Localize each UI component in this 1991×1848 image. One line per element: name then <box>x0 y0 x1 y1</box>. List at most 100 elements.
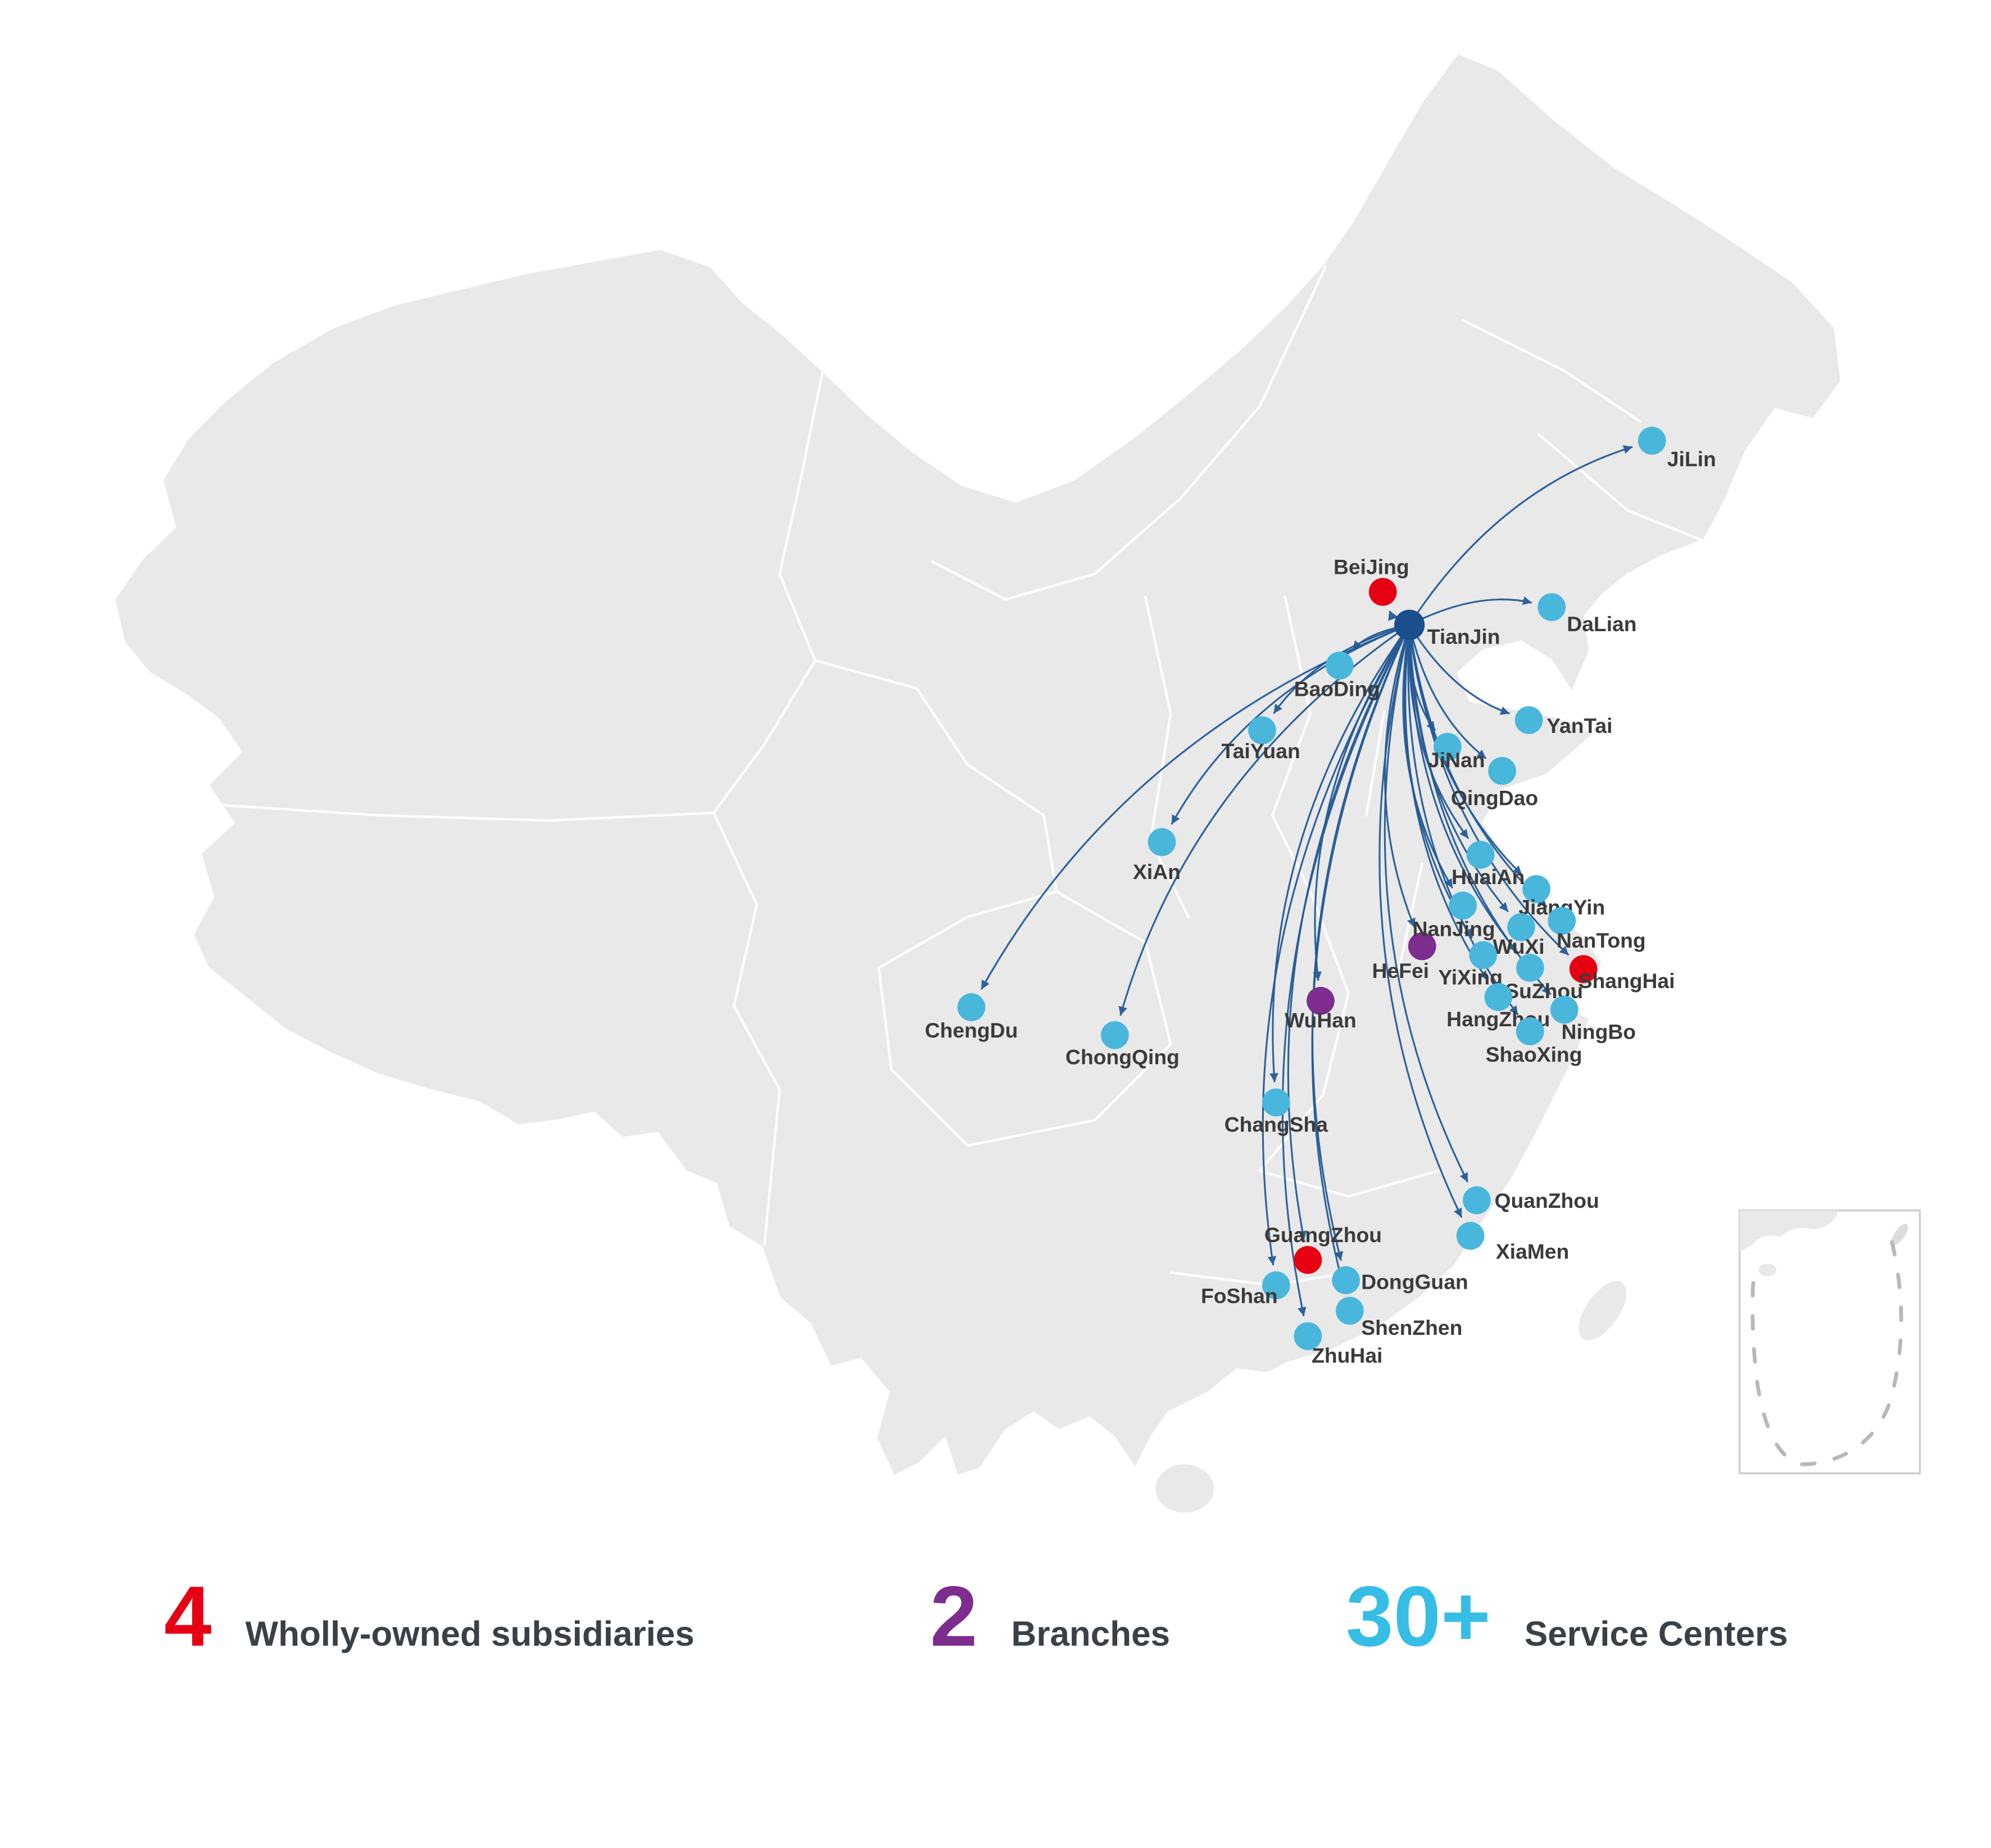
china-outline <box>113 52 1843 1477</box>
route-ningbo <box>1408 624 1552 995</box>
city-dot-jilin <box>1638 427 1666 455</box>
city-label-chengdu: ChengDu <box>925 1018 1018 1042</box>
city-dot-tianjin <box>1394 609 1425 640</box>
city-dot-dongguan <box>1332 1266 1360 1294</box>
legend-subsidiaries-label: Wholly-owned subsidiaries <box>245 1615 695 1654</box>
city-dot-jiangyin <box>1522 875 1550 903</box>
city-dot-changsha <box>1262 1088 1290 1117</box>
city-label-chongqing: ChongQing <box>1065 1045 1180 1069</box>
legend-branches-count: 2 <box>930 1569 978 1664</box>
city-dot-shanghai <box>1569 955 1598 984</box>
inset-hainan <box>1758 1263 1777 1277</box>
city-label-nantong: NanTong <box>1557 928 1646 952</box>
city-dot-quanzhou <box>1463 1186 1491 1215</box>
city-label-wuhan: WuHan <box>1285 1008 1357 1032</box>
city-label-dongguan: DongGuan <box>1361 1270 1468 1294</box>
route-nantong <box>1408 624 1548 908</box>
city-label-jinan: JiNan <box>1428 748 1485 772</box>
city-dot-hangzhou <box>1484 983 1513 1011</box>
city-dot-hefei <box>1408 932 1436 961</box>
inset-frame <box>1738 1209 1921 1475</box>
inset-coast <box>1739 1210 1839 1253</box>
city-dot-huaian <box>1466 840 1495 869</box>
city-label-shaoxing: ShaoXing <box>1486 1043 1582 1066</box>
hainan-island <box>1155 1464 1214 1513</box>
city-label-wuxi: WuXi <box>1493 935 1544 958</box>
city-label-jilin: JiLin <box>1667 447 1716 470</box>
route-hangzhou <box>1404 624 1488 981</box>
city-dot-chongqing <box>1101 1021 1129 1049</box>
city-dot-guangzhou <box>1294 1245 1322 1274</box>
city-label-baoding: BaoDing <box>1294 677 1380 700</box>
route-dalian <box>1409 596 1532 626</box>
city-dot-jinan <box>1434 732 1462 761</box>
route-shenzhen <box>1311 624 1411 1292</box>
route-yantai <box>1408 624 1510 715</box>
route-xian <box>1171 624 1410 825</box>
city-label-beijing: BeiJing <box>1334 555 1409 578</box>
city-dot-wuhan <box>1307 986 1335 1015</box>
city-label-dalian: DaLian <box>1567 612 1636 636</box>
city-dot-dalian <box>1538 593 1566 622</box>
city-dot-yixing <box>1469 941 1498 970</box>
city-dot-ningbo <box>1550 995 1579 1024</box>
china-landmass <box>113 52 1843 1513</box>
city-label-qingdao: QingDao <box>1451 786 1538 810</box>
city-dot-chengdu <box>957 993 986 1021</box>
route-changsha <box>1269 624 1411 1082</box>
inset-taiwan <box>1891 1224 1908 1245</box>
city-dot-foshan <box>1262 1271 1290 1299</box>
route-hefei <box>1384 624 1416 928</box>
city-label-shenzhen: ShenZhen <box>1361 1316 1462 1339</box>
legend-service-centers: 30+ Service Centers <box>1346 1574 1788 1659</box>
city-dot-zhuhai <box>1294 1322 1322 1351</box>
city-label-quanzhou: QuanZhou <box>1495 1189 1599 1212</box>
route-foshan <box>1262 624 1411 1266</box>
route-jiangyin <box>1408 624 1523 876</box>
city-label-huaian: HuaiAn <box>1452 865 1525 889</box>
legend-subsidiaries: 4 Wholly-owned subsidiaries <box>164 1574 695 1659</box>
city-label-nanjing: NanJing <box>1413 917 1495 940</box>
route-jilin <box>1408 445 1633 626</box>
city-label-foshan: FoShan <box>1201 1284 1278 1308</box>
city-dot-shaoxing <box>1516 1017 1544 1045</box>
city-label-tianjin: TianJin <box>1427 625 1500 649</box>
city-dot-beijing <box>1368 578 1397 606</box>
route-zhuhai <box>1281 624 1411 1317</box>
city-dot-nantong <box>1548 907 1576 935</box>
city-dot-yantai <box>1514 706 1543 735</box>
route-suzhou <box>1408 624 1518 953</box>
route-qingdao <box>1408 624 1487 759</box>
city-label-zhuhai: ZhuHai <box>1312 1344 1382 1367</box>
city-label-xiamen: XiaMen <box>1496 1239 1569 1263</box>
city-markers: TianJinBeiJingShangHaiGuangZhouHeFeiWuHa… <box>925 427 1716 1367</box>
city-label-yantai: YanTai <box>1546 714 1612 737</box>
city-dot-xian <box>1148 828 1176 857</box>
city-dot-wuxi <box>1507 913 1535 941</box>
city-dot-xiamen <box>1456 1221 1485 1250</box>
city-label-changsha: ChangSha <box>1224 1112 1328 1136</box>
city-label-taiyuan: TaiYuan <box>1222 739 1300 763</box>
city-label-shanghai: ShangHai <box>1579 969 1675 993</box>
city-dot-suzhou <box>1516 954 1544 982</box>
taiwan-island <box>1579 1281 1627 1340</box>
route-wuxi <box>1408 624 1509 913</box>
city-label-xian: XiAn <box>1133 860 1181 884</box>
legend-branches-label: Branches <box>1011 1615 1171 1654</box>
city-label-guangzhou: GuangZhou <box>1264 1223 1382 1247</box>
city-dot-baoding <box>1325 651 1354 680</box>
route-quanzhou <box>1384 624 1469 1183</box>
south-china-sea-inset <box>1738 1209 1921 1475</box>
legend-branches: 2 Branches <box>930 1574 1170 1659</box>
city-dot-taiyuan <box>1248 716 1276 745</box>
legend-service-centers-count: 30+ <box>1346 1569 1491 1664</box>
nine-dash-line <box>1750 1240 1903 1466</box>
city-dot-qingdao <box>1488 757 1516 785</box>
city-dot-nanjing <box>1449 891 1477 920</box>
legend-service-centers-label: Service Centers <box>1524 1615 1788 1654</box>
route-xiamen <box>1378 624 1463 1218</box>
city-dot-shenzhen <box>1336 1297 1364 1325</box>
legend-subsidiaries-count: 4 <box>164 1569 212 1664</box>
